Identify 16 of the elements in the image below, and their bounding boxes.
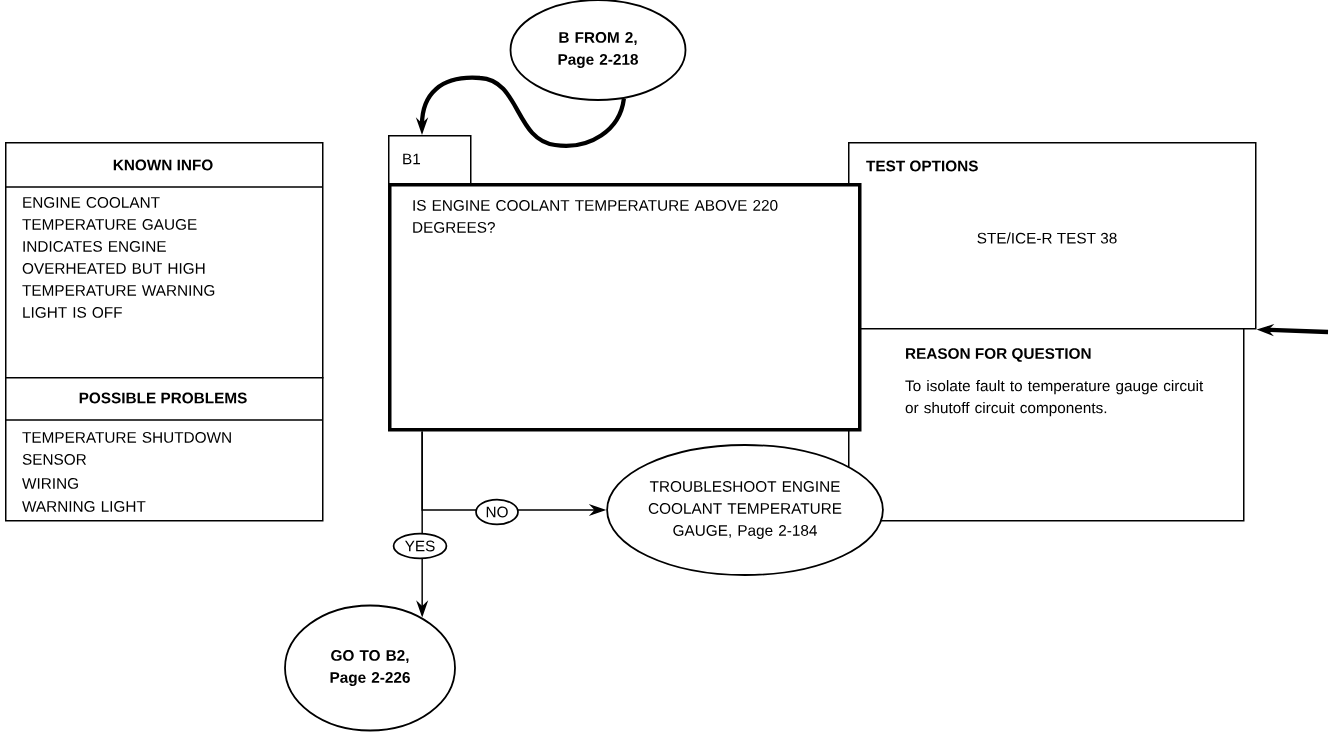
heading: TEST OPTIONS — [866, 160, 978, 172]
heading: REASON FOR QUESTION — [906, 348, 1091, 362]
edge-label: YES — [392, 532, 448, 560]
body-text: To isolate fault to temperature gauge circuit or shutoff circuit components. — [905, 380, 1204, 417]
body-text: B1 — [403, 153, 420, 165]
body-text: IS ENGINE COOLANT TEMPERATURE ABOVE 220 DEGREES? — [413, 200, 778, 233]
body-text: WIRING — [22, 478, 78, 489]
edge-label: NO — [475, 498, 519, 526]
connector-oval: TROUBLESHOOT ENGINE COOLANT TEMPERATURE GAUGE, Page 2-184 — [606, 444, 884, 576]
body-text: TEMPERATURE SHUTDOWN SENSOR — [22, 432, 231, 465]
body-text: STE/ICE-R TEST 38 — [977, 232, 1117, 244]
heading: KNOWN INFO — [113, 159, 213, 171]
heading: POSSIBLE PROBLEMS — [79, 392, 247, 404]
connector-oval: GO TO B2, Page 2-226 — [284, 604, 456, 732]
body-text: ENGINE COOLANT TEMPERATURE GAUGE INDICATES ENGINE OVERHEATED BUT HIGH TEMPERATURE WARNING LIGHT IS OFF — [22, 197, 215, 318]
body-text: WARNING LIGHT — [22, 501, 146, 512]
